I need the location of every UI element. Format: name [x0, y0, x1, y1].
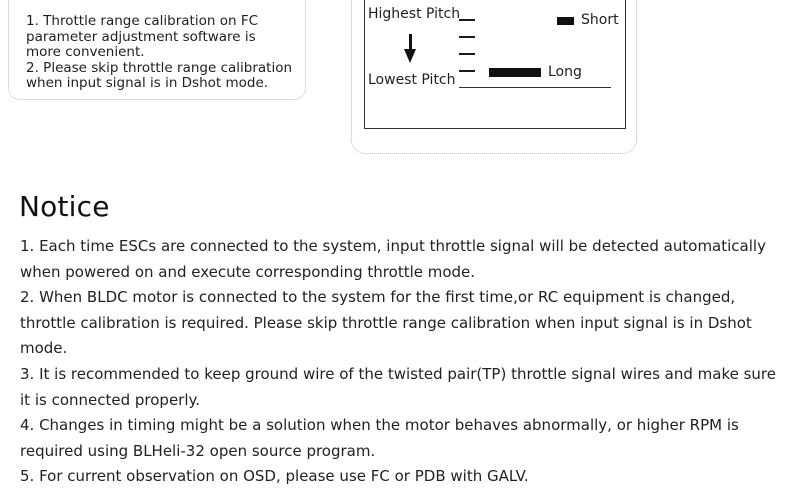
notice-line: mode.	[20, 339, 68, 358]
long-bar	[489, 68, 541, 77]
long-label: Long	[548, 64, 582, 80]
pitch-diagram-box	[351, 0, 637, 154]
notice-line: 3. It is recommended to keep ground wire…	[20, 364, 776, 383]
arrow-down-icon	[409, 34, 412, 50]
tip-line: more convenient.	[26, 44, 145, 60]
notice-line: it is connected properly.	[20, 390, 201, 409]
baseline	[459, 87, 611, 88]
notice-line: required using BLHeli-32 open source pro…	[20, 441, 376, 460]
pitch-tick	[459, 19, 475, 21]
calibration-tip-box	[8, 0, 306, 100]
notice-line: 4. Changes in timing might be a solution…	[20, 416, 739, 435]
tip-line: when input signal is in Dshot mode.	[26, 75, 269, 91]
pitch-diagram-frame	[364, 0, 626, 129]
calibration-tip-text: 1. Throttle range calibration on FC para…	[26, 13, 308, 92]
highest-pitch-label: Highest Pitch	[368, 6, 461, 22]
notice-line: when powered on and execute correspondin…	[20, 262, 476, 281]
short-bar	[557, 17, 574, 25]
pitch-tick	[459, 53, 475, 55]
notice-title: Notice	[19, 190, 110, 223]
pitch-tick	[459, 70, 475, 72]
pitch-tick	[459, 36, 475, 38]
tip-line: parameter adjustment software is	[26, 28, 256, 45]
short-label: Short	[581, 12, 619, 28]
tip-line: 2. Please skip throttle range calibratio…	[26, 59, 293, 76]
arrow-down-head-icon	[404, 49, 416, 63]
notice-line: 1. Each time ESCs are connected to the s…	[20, 237, 766, 255]
notice-line: throttle calibration is required. Please…	[20, 313, 752, 332]
tip-line: 1. Throttle range calibration on FC	[26, 13, 259, 29]
notice-line: 5. For current observation on OSD, pleas…	[20, 467, 529, 486]
notice-body: 1. Each time ESCs are connected to the s…	[20, 234, 796, 490]
notice-line: 2. When BLDC motor is connected to the s…	[20, 288, 736, 307]
lowest-pitch-label: Lowest Pitch	[368, 72, 456, 88]
